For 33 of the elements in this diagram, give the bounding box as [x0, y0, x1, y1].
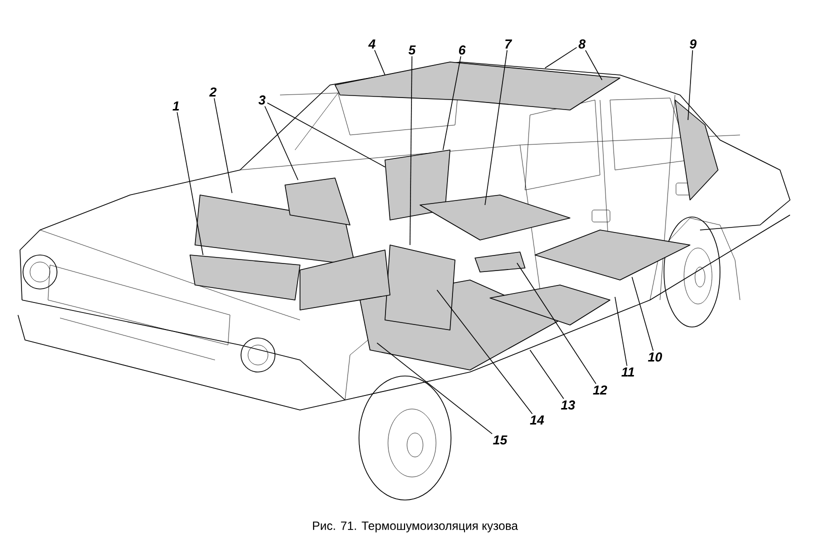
callout-number: 14 [530, 416, 544, 424]
leader-line [264, 106, 298, 180]
callout-number: 11 [621, 368, 634, 376]
leader-line [484, 50, 508, 206]
leader-line [376, 342, 493, 434]
leader-line [436, 290, 533, 414]
leader-line [442, 56, 462, 150]
leader-line [614, 296, 628, 366]
callout-number: 1 [172, 102, 179, 110]
callout-number: 9 [690, 39, 697, 49]
caption: Рис. 71. Термошумоизоляция кузова [313, 522, 518, 532]
leader-line [516, 262, 596, 384]
callout-number: 5 [408, 45, 416, 54]
callout-number: 6 [459, 45, 466, 55]
leader-line [688, 50, 693, 120]
leader-line [530, 350, 564, 400]
leader-line [374, 50, 386, 76]
leader-line [214, 98, 232, 194]
callout-number: 12 [593, 385, 608, 395]
leader-line [544, 47, 578, 68]
leader-line [266, 102, 386, 168]
leader-line [585, 50, 602, 80]
callout-number: 4 [368, 40, 376, 48]
leader-line [176, 112, 204, 256]
callout-number: 7 [505, 40, 512, 48]
callout-number: 2 [209, 87, 216, 97]
callout-number: 3 [258, 95, 266, 105]
callout-number: 15 [493, 435, 508, 444]
callout-number: 8 [578, 39, 586, 49]
callout-number: 13 [561, 400, 576, 410]
leader-line [632, 276, 654, 352]
leader-line [410, 56, 412, 246]
callout-number: 10 [648, 352, 662, 362]
